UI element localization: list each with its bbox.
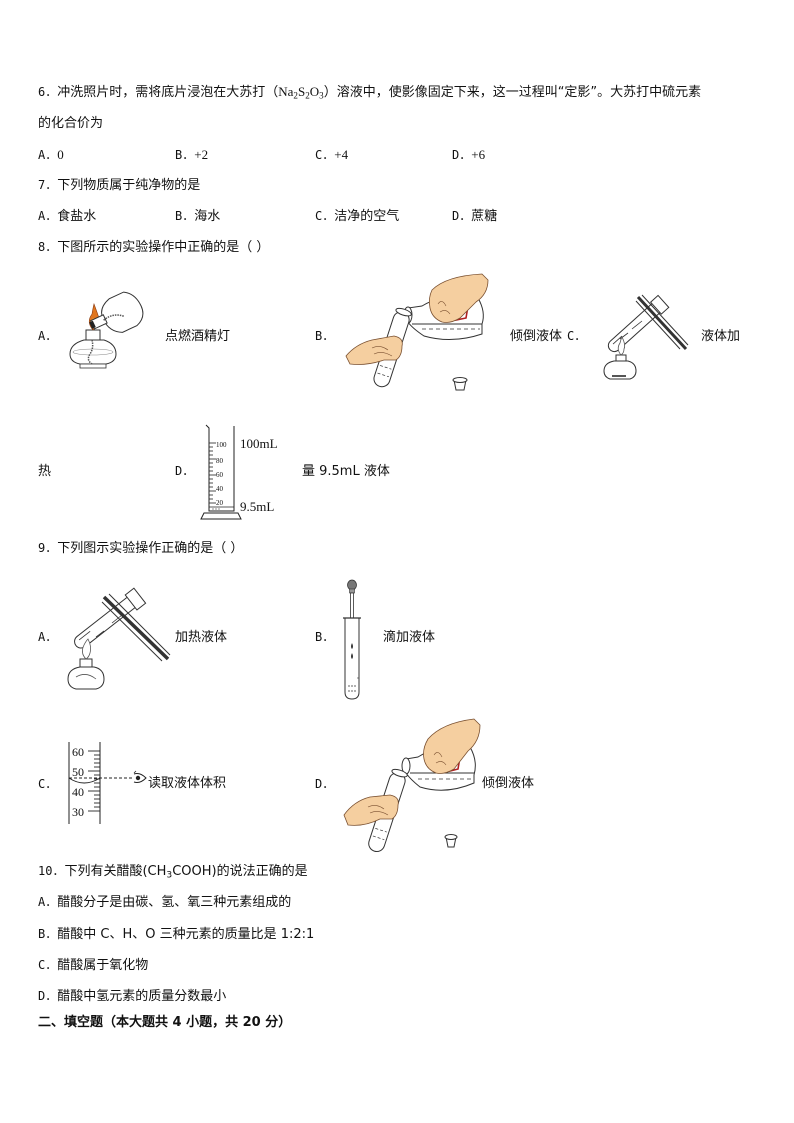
option-b: B．醋酸中 C、H、O 三种元素的质量比是 1:2:1 [38, 927, 315, 942]
option-a: A．0 [38, 147, 64, 162]
pouring-liquid-icon [345, 273, 489, 391]
option-c: C．+4 [315, 147, 349, 162]
option-c-text: 读取液体体积 [148, 776, 227, 791]
option-d: D．蔗糖 [452, 209, 498, 224]
option-c-text-cont: 热 [38, 464, 52, 479]
option-a-label: A． [38, 329, 58, 343]
question-6-stem-cont: 的化合价为 [38, 116, 104, 131]
tick-label: 50 [72, 765, 84, 779]
cylinder-capacity-label: 100mL [240, 436, 278, 451]
question-8-stem: 8．下图所示的实验操作中正确的是（ ） [38, 240, 270, 255]
option-c: C．洁净的空气 [315, 209, 400, 224]
chemical-formula: Na2S2O3 [278, 84, 324, 101]
option-c-label: C． [38, 777, 58, 791]
heating-test-tube-icon [603, 294, 689, 380]
option-b-text: 倾倒液体 [510, 329, 563, 344]
tick-label: 100 [216, 441, 227, 449]
option-b-label: B． [315, 329, 335, 343]
option-b: B．海水 [175, 209, 221, 224]
question-7-stem: 7．下列物质属于纯净物的是 [38, 178, 201, 193]
tick-label: 40 [72, 785, 84, 799]
option-d-label: D． [175, 464, 195, 478]
tick-label: 80 [216, 457, 223, 465]
graduated-cylinder-icon [200, 424, 242, 520]
pouring-liquid-icon [343, 718, 481, 853]
option-d-label: D． [315, 777, 335, 791]
dropper-test-tube-icon [343, 579, 361, 700]
option-c: C．醋酸属于氧化物 [38, 958, 149, 973]
alcohol-lamp-lighting-icon [69, 291, 144, 369]
option-c-text: 液体加 [701, 329, 741, 344]
option-a-text: 加热液体 [175, 630, 228, 645]
option-d-text: 倾倒液体 [482, 776, 535, 791]
question-9-stem: 9．下列图示实验操作正确的是（ ） [38, 541, 244, 556]
option-d-text: 量 9.5mL 液体 [302, 464, 390, 479]
tick-label: 60 [72, 745, 84, 759]
heating-test-tube-icon [67, 587, 171, 690]
option-b-text: 滴加液体 [383, 630, 436, 645]
option-b-label: B． [315, 630, 335, 644]
question-number: 6． [38, 85, 58, 99]
tick-label: 40 [216, 485, 223, 493]
cylinder-reading-icon [68, 742, 147, 824]
option-a: A．食盐水 [38, 209, 97, 224]
option-d: D．+6 [452, 147, 486, 162]
option-a-text: 点燃酒精灯 [165, 329, 231, 344]
question-6-stem: 6．冲洗照片时，需将底片浸泡在大苏打（Na2S2O3）溶液中，使影像固定下来，这… [38, 84, 702, 101]
section-title: 二、填空题（本大题共 4 小题，共 20 分） [38, 1015, 292, 1030]
option-a: A．醋酸分子是由碳、氢、氧三种元素组成的 [38, 895, 292, 910]
tick-label: 30 [72, 805, 84, 819]
option-c-label: C． [567, 329, 587, 343]
cylinder-volume-label: 9.5mL [240, 499, 275, 514]
question-10-stem: 10．下列有关醋酸(CH3COOH)的说法正确的是 [38, 864, 308, 881]
option-a-label: A． [38, 630, 58, 644]
option-d: D．醋酸中氢元素的质量分数最小 [38, 989, 227, 1004]
option-b: B．+2 [175, 147, 209, 162]
tick-label: 60 [216, 471, 223, 479]
tick-label: 20 [216, 499, 223, 507]
